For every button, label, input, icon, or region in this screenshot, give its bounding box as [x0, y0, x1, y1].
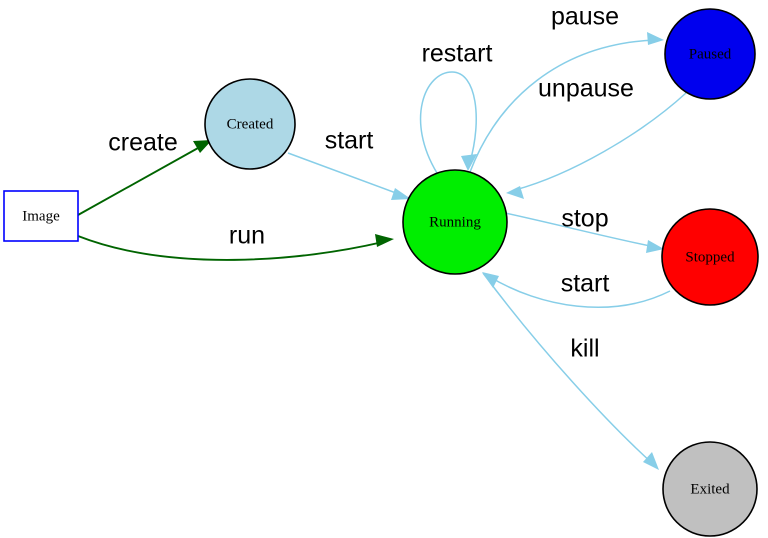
edge-stop[interactable]: [504, 212, 664, 253]
edge-label-pause: pause: [551, 3, 619, 31]
edge-start2-path: [489, 276, 671, 308]
edge-create-arrowhead: [193, 140, 212, 153]
node-stopped-shape: [661, 208, 759, 306]
edge-label-start1: start: [325, 127, 374, 155]
edge-start1-path: [287, 152, 405, 197]
edge-create[interactable]: [77, 140, 212, 216]
node-created-shape: [204, 78, 296, 170]
edge-kill-path: [482, 272, 653, 464]
edge-stop-path: [504, 212, 656, 248]
node-paused[interactable]: Paused: [664, 8, 756, 100]
edge-start-stopped-running[interactable]: [482, 272, 671, 308]
edge-kill[interactable]: [482, 272, 659, 470]
node-exited-shape: [662, 441, 758, 537]
node-paused-shape: [664, 8, 756, 100]
edge-run-arrowhead: [375, 234, 394, 247]
edge-stop-arrowhead: [646, 240, 664, 253]
edge-pause-path: [469, 39, 656, 173]
edge-unpause-path: [514, 92, 687, 191]
edge-restart-arrowhead: [461, 154, 477, 171]
edge-label-stop: stop: [561, 205, 608, 233]
edge-label-unpause: unpause: [538, 75, 634, 103]
edge-pause[interactable]: [469, 32, 664, 173]
edge-unpause[interactable]: [506, 92, 687, 199]
edge-start-created-running[interactable]: [287, 152, 411, 200]
edge-restart-path: [419, 71, 477, 174]
edge-pause-arrowhead: [647, 32, 664, 45]
edge-kill-arrowhead: [643, 452, 659, 470]
edge-create-path: [77, 142, 208, 216]
edge-label-kill: kill: [570, 335, 599, 363]
node-created[interactable]: Created: [204, 78, 296, 170]
edge-label-create: create: [108, 129, 177, 157]
edge-label-start2: start: [561, 270, 610, 298]
edge-restart-self-loop[interactable]: [419, 71, 477, 174]
edge-run[interactable]: [77, 234, 394, 261]
edge-start2-arrowhead: [482, 272, 499, 288]
edge-run-path: [77, 235, 388, 261]
edge-start1-arrowhead: [391, 188, 411, 200]
node-image-shape: [3, 190, 79, 242]
edge-unpause-arrowhead: [506, 186, 524, 199]
node-exited[interactable]: Exited: [662, 441, 758, 537]
node-stopped[interactable]: Stopped: [661, 208, 759, 306]
node-image[interactable]: Image: [3, 190, 79, 242]
node-running-shape: [402, 169, 508, 275]
edge-label-run: run: [229, 222, 265, 250]
edge-label-restart: restart: [422, 40, 493, 68]
node-running[interactable]: Running: [402, 169, 508, 275]
